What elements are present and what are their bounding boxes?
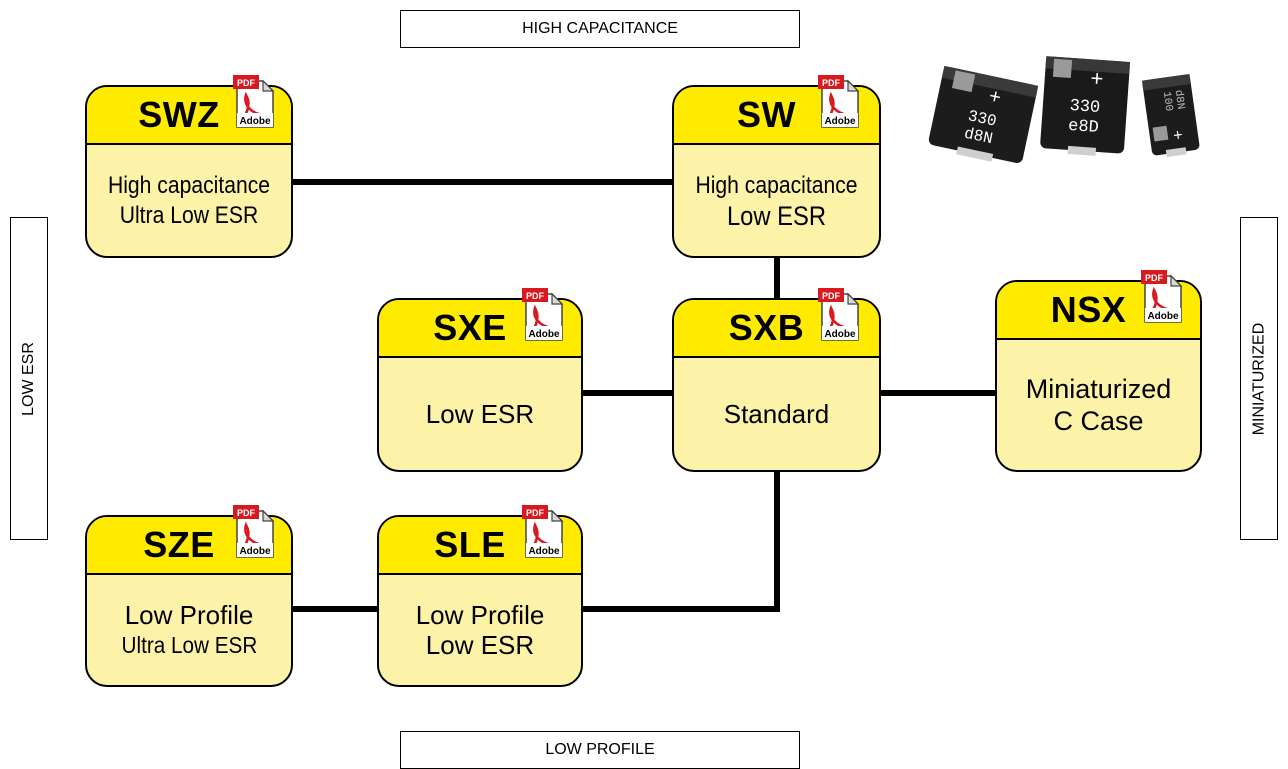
node-line: Low Profile	[124, 600, 254, 630]
node-description: Standard	[674, 358, 879, 470]
connector-sle-sxb	[580, 469, 780, 612]
node-description: Low ESR	[379, 358, 581, 470]
pdf-icon-label: PDF	[1145, 273, 1164, 283]
pdf-icon-label: PDF	[526, 291, 545, 301]
node-line: Low ESR	[425, 399, 535, 429]
node-line: Low Profile	[415, 600, 545, 630]
node-line: Low ESR	[726, 200, 827, 231]
capacitor-marking: 100	[1160, 91, 1175, 112]
axis-label-text: HIGH CAPACITANCE	[522, 20, 678, 37]
capacitor-polarity: +	[1172, 127, 1184, 145]
pdf-icon-label: PDF	[526, 508, 545, 518]
capacitor-marking: 330	[966, 107, 998, 131]
capacitor-product-photo: + 330 d8N + 330 e8D 100 d8N +	[928, 56, 1200, 163]
node-description: High capacitance Ultra Low ESR	[99, 145, 279, 256]
node-line: Ultra Low ESR	[121, 632, 257, 658]
pdf-file-icon[interactable]: PDF Adobe	[818, 75, 862, 129]
node-line: Standard	[723, 399, 830, 429]
capacitor-marking: d8N	[1172, 89, 1187, 110]
node-code: SLE	[434, 524, 506, 565]
node-line: C Case	[1053, 406, 1144, 436]
pdf-icon-brand: Adobe	[239, 116, 271, 127]
pdf-icon-brand: Adobe	[528, 329, 560, 340]
pdf-file-icon[interactable]: PDF Adobe	[233, 505, 277, 559]
pdf-icon-brand: Adobe	[528, 546, 560, 557]
capacitor-marking: e8D	[1068, 117, 1100, 138]
axis-label-miniaturized: MINIATURIZED	[1240, 217, 1278, 540]
capacitor-polarity: +	[1090, 65, 1105, 91]
axis-label-high-capacitance: HIGH CAPACITANCE	[400, 10, 800, 48]
node-line: High capacitance	[695, 171, 858, 199]
pdf-icon-brand: Adobe	[239, 546, 271, 557]
node-description: High capacitance Low ESR	[686, 145, 866, 256]
pdf-file-icon[interactable]: PDF Adobe	[1141, 270, 1185, 324]
pdf-icon-label: PDF	[822, 291, 841, 301]
node-description: Miniaturized C Case	[997, 340, 1200, 470]
pdf-file-icon[interactable]: PDF Adobe	[522, 288, 566, 342]
capacitor-chip-3: 100 d8N +	[1141, 74, 1200, 157]
capacitor-chip-1: + 330 d8N	[928, 65, 1039, 163]
pdf-icon-brand: Adobe	[1147, 311, 1179, 322]
pdf-file-icon[interactable]: PDF Adobe	[233, 75, 277, 129]
pdf-icon-brand: Adobe	[824, 116, 856, 127]
node-description: Low Profile Low ESR	[379, 575, 581, 685]
node-code: SZE	[143, 524, 215, 565]
capacitor-chip-2: + 330 e8D	[1040, 56, 1131, 156]
pdf-icon-label: PDF	[237, 508, 256, 518]
node-sxe[interactable]: SXE Low ESR	[377, 298, 583, 472]
node-code: NSX	[1050, 289, 1127, 330]
pdf-file-icon[interactable]: PDF Adobe	[522, 505, 566, 559]
node-code: SWZ	[138, 94, 220, 135]
axis-label-text: LOW PROFILE	[545, 741, 655, 758]
pdf-icon-label: PDF	[822, 78, 841, 88]
node-code: SXB	[728, 307, 805, 348]
pdf-file-icon[interactable]: PDF Adobe	[818, 288, 862, 342]
axis-label-low-esr: LOW ESR	[10, 217, 48, 540]
capacitor-polarity: +	[987, 85, 1003, 109]
node-line: Low ESR	[425, 630, 535, 660]
node-description: Low Profile Ultra Low ESR	[87, 575, 291, 685]
node-line: Miniaturized	[1025, 374, 1172, 404]
node-code: SXE	[433, 307, 507, 348]
capacitor-marking: 330	[1069, 97, 1101, 118]
pdf-icon-brand: Adobe	[824, 329, 856, 340]
pdf-icon-label: PDF	[237, 78, 256, 88]
node-line: Ultra Low ESR	[119, 201, 259, 229]
node-line: High capacitance	[107, 171, 271, 199]
node-code: SW	[737, 94, 796, 135]
node-nsx[interactable]: NSX Miniaturized C Case	[995, 280, 1202, 472]
capacitor-marking: d8N	[962, 125, 994, 149]
